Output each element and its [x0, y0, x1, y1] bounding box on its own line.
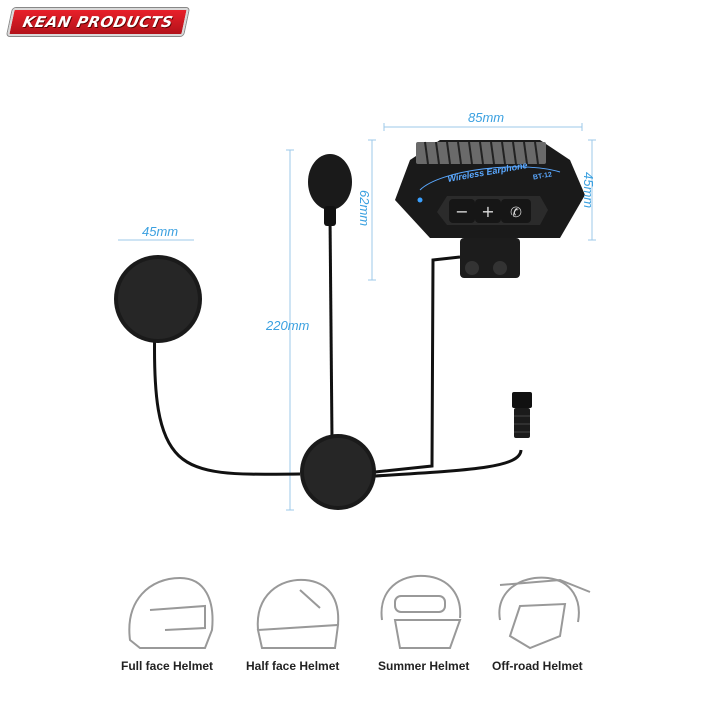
connector-plug	[512, 392, 532, 438]
dimension-height: 45mm	[581, 172, 596, 209]
helmet-label-summer: Summer Helmet	[378, 659, 470, 673]
off-road-helmet-icon	[498, 576, 591, 650]
cables	[153, 214, 523, 478]
dimension-speaker: 45mm	[142, 224, 179, 239]
plus-button: +	[481, 202, 494, 221]
helmet-label-off-road: Off-road Helmet	[492, 659, 583, 673]
dimension-cable: 220mm	[266, 318, 310, 333]
minus-button: −	[455, 202, 468, 221]
helmet-label-full-face: Full face Helmet	[121, 659, 214, 673]
intercom-device: − + ✆	[395, 140, 585, 278]
helmet-label-half-face: Half face Helmet	[246, 659, 340, 673]
full-face-helmet-icon	[128, 576, 214, 649]
half-face-helmet-icon	[256, 578, 340, 649]
dimension-mic-width: 62mm	[357, 190, 372, 227]
microphone	[308, 154, 352, 210]
dimension-width: 85mm	[468, 110, 505, 125]
dimension-lines	[118, 123, 596, 511]
summer-helmet-icon	[380, 574, 462, 649]
call-button: ✆	[510, 205, 522, 221]
